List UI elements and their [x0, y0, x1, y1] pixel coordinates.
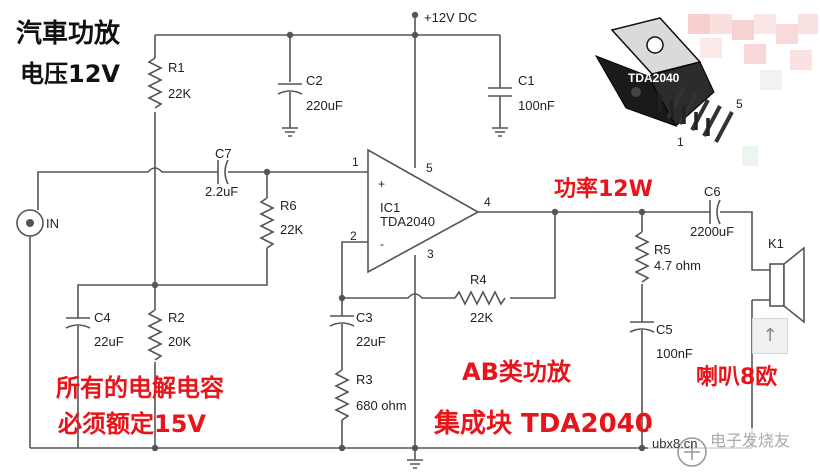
- ground-symbol-c2: [282, 127, 298, 137]
- supply-label: +12V DC: [424, 10, 477, 25]
- amplifier-ic1: [367, 148, 480, 274]
- capacitor-c4: [65, 317, 91, 329]
- k1-ref: K1: [768, 236, 784, 251]
- resistor-r3: [334, 369, 350, 421]
- ic-pin-3: 3: [427, 247, 434, 261]
- ic-part: TDA2040: [380, 214, 435, 229]
- ground-symbol-main: [407, 459, 423, 469]
- watermark-site: ubx8.cn: [652, 436, 698, 451]
- input-jack: [16, 209, 44, 237]
- ic-plus-sign: +: [378, 177, 385, 191]
- c4-value: 22uF: [94, 334, 124, 349]
- capacitor-c7: [217, 159, 229, 185]
- c6-ref: C6: [704, 184, 721, 199]
- ic-minus-sign: -: [380, 237, 384, 251]
- resistor-r5: [634, 231, 650, 283]
- capacitor-c3: [329, 315, 355, 327]
- r3-value: 680 ohm: [356, 398, 407, 413]
- r2-value: 20K: [168, 334, 191, 349]
- pixel-mosaic: [688, 14, 818, 166]
- r5-ref: R5: [654, 242, 671, 257]
- ic-pin-4: 4: [484, 195, 491, 209]
- speaker-heading: 喇叭8欧: [696, 364, 777, 390]
- c5-ref: C5: [656, 322, 673, 337]
- resistor-r2: [147, 309, 163, 361]
- note-line-2: 必须额定15V: [58, 410, 206, 438]
- ic-pin-1: 1: [352, 155, 359, 169]
- title-line-1: 汽車功放: [16, 18, 121, 49]
- c1-ref: C1: [518, 73, 535, 88]
- input-label: IN: [46, 216, 59, 231]
- capacitor-c2: [277, 83, 303, 95]
- capacitor-c6: [709, 199, 721, 225]
- r6-value: 22K: [280, 222, 303, 237]
- r1-ref: R1: [168, 60, 185, 75]
- scroll-to-top-button[interactable]: ↑: [752, 318, 788, 354]
- c7-value: 2.2uF: [205, 184, 238, 199]
- capacitor-c5: [629, 321, 655, 333]
- ic-pin-2: 2: [350, 229, 357, 243]
- package-pin-last: 5: [736, 97, 743, 111]
- r4-ref: R4: [470, 272, 487, 287]
- r1-value: 22K: [168, 86, 191, 101]
- r5-value: 4.7 ohm: [654, 258, 701, 273]
- r3-ref: R3: [356, 372, 373, 387]
- c5-value: 100nF: [656, 346, 693, 361]
- class-ab-heading: AB类功放: [462, 358, 572, 386]
- title-line-2: 电压12V: [20, 60, 120, 88]
- watermark: ubx8.cn 电子发烧友: [648, 428, 820, 472]
- tda2040-package-image: [594, 17, 734, 143]
- ic-pin-5: 5: [426, 161, 433, 175]
- r6-ref: R6: [280, 198, 297, 213]
- ic-block-heading: 集成块 TDA2040: [433, 408, 653, 439]
- arrow-up-icon: ↑: [762, 325, 778, 346]
- c2-ref: C2: [306, 73, 323, 88]
- package-label: TDA2040: [628, 71, 680, 85]
- r2-ref: R2: [168, 310, 185, 325]
- ground-symbol-c1: [492, 127, 508, 137]
- package-pin-first: 1: [677, 135, 684, 149]
- r4-value: 22K: [470, 310, 493, 325]
- resistor-r6: [259, 197, 275, 249]
- c3-value: 22uF: [356, 334, 386, 349]
- c6-value: 2200uF: [690, 224, 734, 239]
- c4-ref: C4: [94, 310, 111, 325]
- capacitor-c1: [488, 87, 512, 97]
- ic-ref: IC1: [380, 200, 400, 215]
- c1-value: 100nF: [518, 98, 555, 113]
- note-line-1: 所有的电解电容: [56, 374, 224, 402]
- power-output-heading: 功率12W: [554, 176, 653, 202]
- c2-value: 220uF: [306, 98, 343, 113]
- junction-dots: [151, 11, 646, 452]
- c3-ref: C3: [356, 310, 373, 325]
- c7-ref: C7: [215, 146, 232, 161]
- watermark-brand: 电子发烧友: [710, 431, 790, 450]
- resistor-r1: [147, 57, 163, 109]
- speaker-k1: [769, 246, 805, 324]
- resistor-r4: [454, 290, 506, 306]
